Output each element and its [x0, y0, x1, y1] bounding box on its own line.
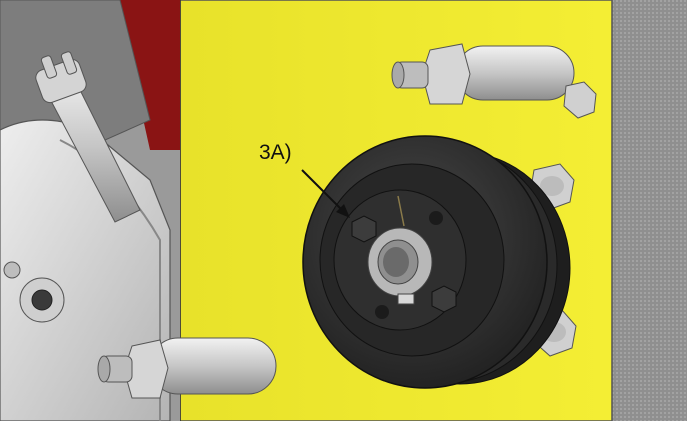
hub-bolt-icon [351, 211, 457, 319]
callout-label: 3A) [259, 141, 292, 164]
shaft-key-icon [397, 293, 415, 305]
callout-arrow-icon [301, 169, 350, 218]
engine-assembly [0, 0, 180, 421]
pulley-icon [302, 135, 571, 389]
standoff-bolt-bottom [97, 337, 277, 399]
standoff-bolt-top [391, 43, 575, 105]
metal-grating [612, 0, 687, 421]
hex-bolt-upper-right [563, 81, 597, 119]
